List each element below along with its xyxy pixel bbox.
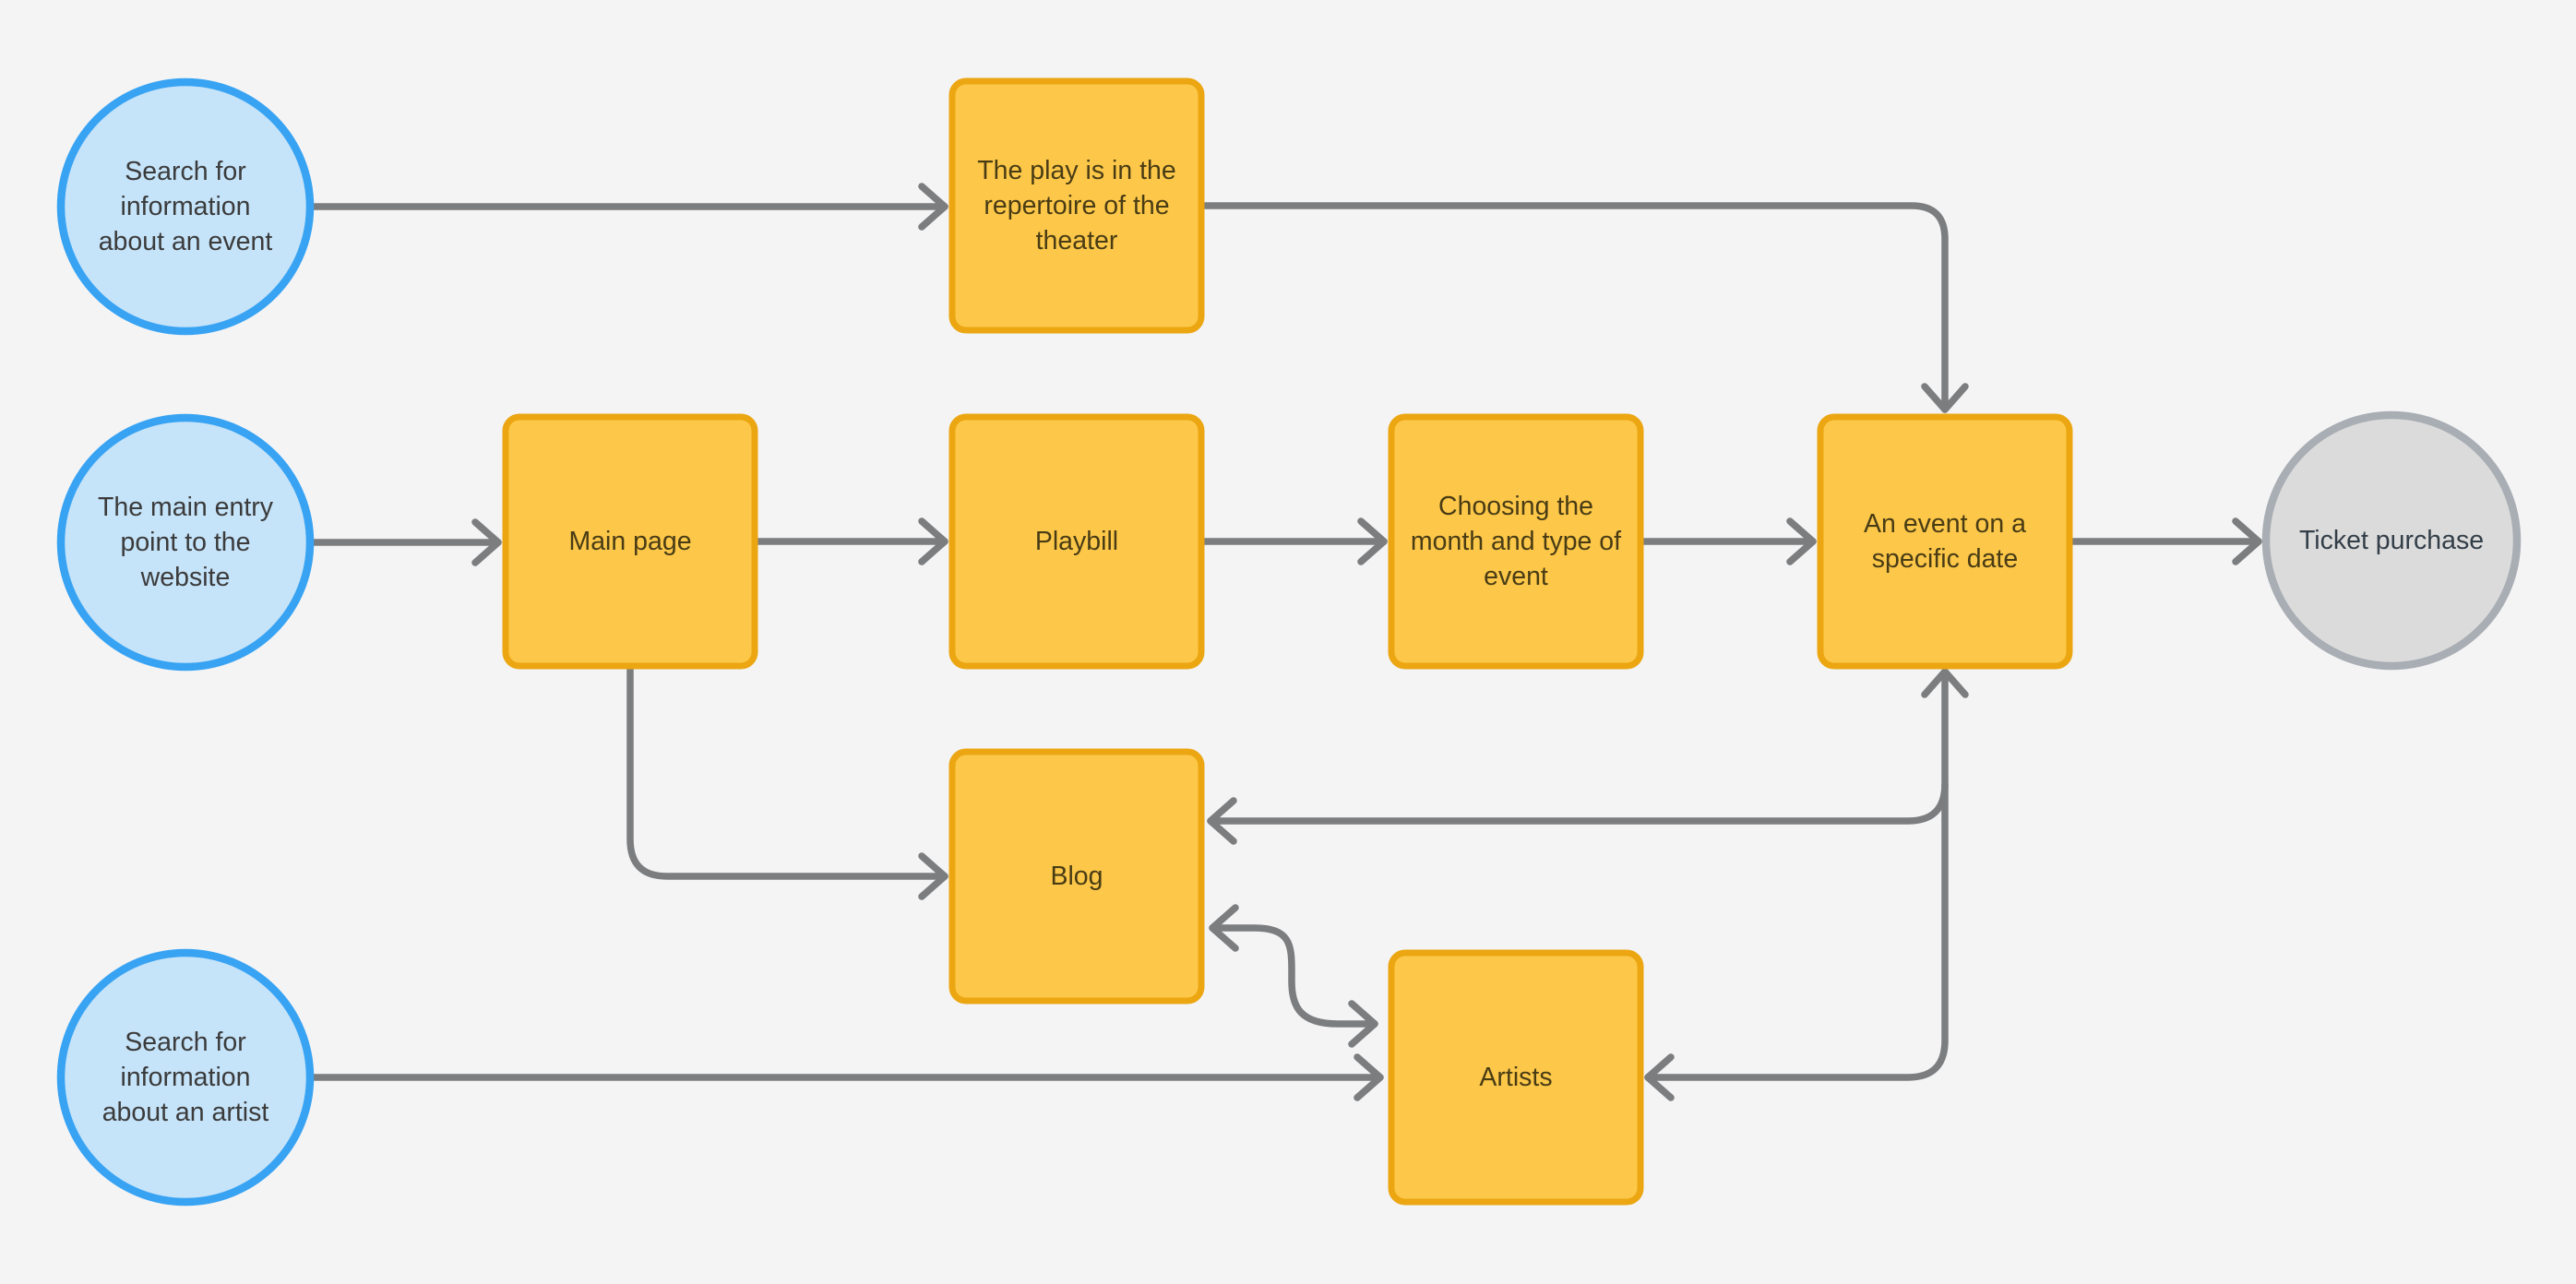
node-label-line: about an event bbox=[99, 227, 273, 256]
process-box-main-page[interactable] bbox=[502, 413, 758, 670]
node-search-event: Search for information about an event bbox=[56, 77, 315, 336]
process-box-repertoire[interactable] bbox=[948, 77, 1205, 334]
node-label-line: repertoire of the bbox=[984, 191, 1169, 220]
process-box-event-date[interactable] bbox=[1817, 413, 2073, 670]
node-label-line: Playbill bbox=[1035, 527, 1118, 556]
node-label-line: point to the bbox=[120, 528, 250, 557]
node-label-line: event bbox=[1484, 562, 1548, 591]
process-box-playbill[interactable] bbox=[948, 413, 1205, 670]
edge-blog-artists-bidirectional[interactable] bbox=[1209, 904, 1378, 1048]
connectors bbox=[306, 183, 2262, 1101]
node-label-line: Search for bbox=[125, 1028, 246, 1057]
node-event-date: An event on a specific date bbox=[1817, 413, 2073, 670]
node-label-line: The main entry bbox=[98, 493, 274, 522]
node-playbill: Playbill bbox=[948, 413, 1205, 670]
node-label-line: An event on a bbox=[1864, 509, 2026, 539]
node-repertoire: The play is in the repertoire of the the… bbox=[948, 77, 1205, 334]
node-label-line: website bbox=[140, 563, 231, 592]
node-label-line: information bbox=[121, 192, 251, 221]
node-label-line: Blog bbox=[1050, 862, 1103, 891]
start-circle-search-artist[interactable] bbox=[56, 948, 315, 1207]
process-box-blog[interactable] bbox=[948, 748, 1205, 1005]
process-box-artists[interactable] bbox=[1388, 949, 1644, 1206]
node-blog: Blog bbox=[948, 748, 1205, 1005]
edge-main-page-to-blog[interactable] bbox=[626, 664, 948, 900]
edge-event-date-artists-bidirectional[interactable] bbox=[1644, 668, 1969, 1101]
start-circle-main-entry[interactable] bbox=[56, 413, 315, 672]
node-label-line: Ticket purchase bbox=[2299, 526, 2484, 555]
node-label-line: theater bbox=[1036, 226, 1118, 256]
start-circle-search-event[interactable] bbox=[56, 77, 315, 336]
process-box-choosing[interactable] bbox=[1388, 413, 1644, 670]
node-search-artist: Search for information about an artist bbox=[56, 948, 315, 1207]
node-main-entry: The main entry point to the website bbox=[56, 413, 315, 672]
node-choosing: Choosing the month and type of event bbox=[1388, 413, 1644, 670]
node-label-line: about an artist bbox=[102, 1098, 269, 1127]
node-label-line: Choosing the bbox=[1438, 492, 1593, 521]
node-main-page: Main page bbox=[502, 413, 758, 670]
node-label-line: Search for bbox=[125, 157, 246, 186]
node-label-line: month and type of bbox=[1411, 527, 1621, 556]
end-circle-ticket-purchase[interactable] bbox=[2261, 410, 2522, 671]
node-label-line: specific date bbox=[1872, 544, 2018, 574]
edge-repertoire-to-event-date[interactable] bbox=[1199, 202, 1969, 413]
edge-event-date-to-blog[interactable] bbox=[1207, 780, 1949, 845]
node-label-line: information bbox=[121, 1063, 251, 1092]
node-artists: Artists bbox=[1388, 949, 1644, 1206]
node-label-line: Artists bbox=[1479, 1063, 1552, 1092]
node-ticket-purchase: Ticket purchase bbox=[2261, 410, 2522, 671]
node-label-line: The play is in the bbox=[977, 156, 1175, 185]
node-label-line: Main page bbox=[568, 527, 691, 556]
